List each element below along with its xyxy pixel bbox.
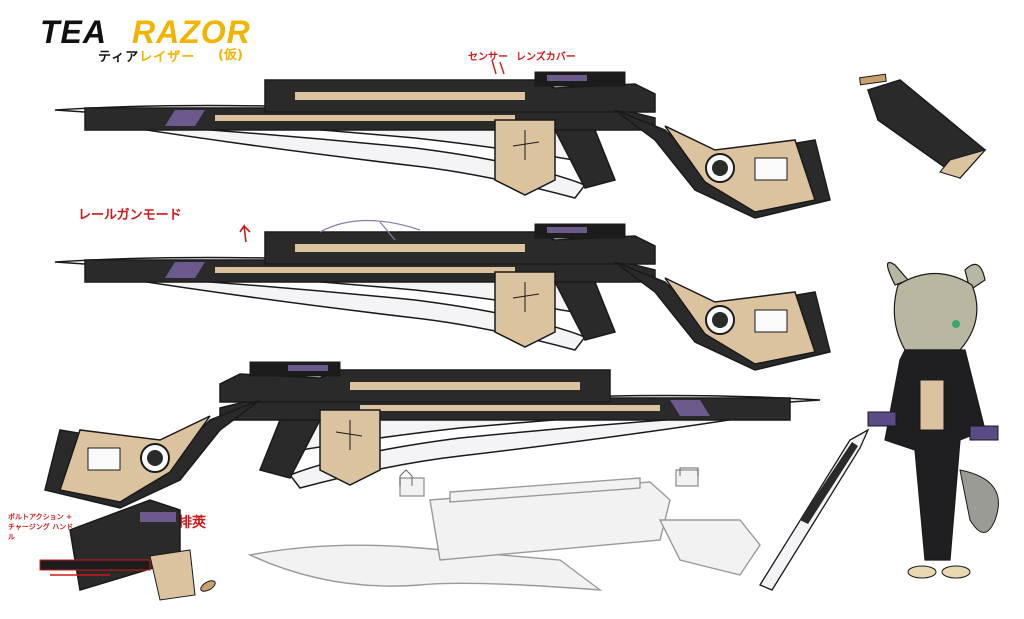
sword-spine [800, 442, 858, 524]
annotation-lens-cover: レンズカバー [516, 52, 576, 63]
magazine-detail [859, 73, 987, 179]
right-foot [941, 565, 971, 579]
title-katakana-prefix: ティア [98, 50, 140, 65]
left-cuff [867, 411, 897, 427]
title-block: TEA RAZOR ティアレイザー (仮) [40, 8, 300, 68]
annotation-bolt-action: ボルトアクション + チャージング ハンドル [8, 513, 74, 541]
tail [959, 469, 999, 533]
muzzle-profile-icon [399, 469, 413, 486]
annotation-eject: 排莢 [178, 515, 206, 531]
title-katakana-accent: レイザー [139, 50, 196, 65]
gun-railgun-mode [54, 223, 831, 371]
right-cuff [969, 425, 999, 441]
gun-lineart-perspective [247, 469, 761, 591]
bullet-icon [859, 73, 887, 86]
title-tea: TEA [40, 14, 107, 50]
eye-icon [952, 320, 960, 328]
title-katakana: ティアレイザー [98, 46, 195, 65]
left-foot [907, 565, 937, 579]
ejected-casing-icon [200, 580, 216, 592]
gun-mirrored-view [44, 361, 821, 509]
title-tentative-tag: (仮) [218, 48, 243, 63]
arrow-up-icon [239, 223, 251, 243]
character-vest [919, 379, 945, 431]
annotation-railgun-mode: レールガンモード [78, 208, 182, 223]
annotation-sensor: センサー [468, 52, 508, 63]
bolt-action-closeup [39, 499, 216, 601]
cat-ears [886, 261, 986, 291]
character-coat [884, 349, 986, 561]
gun-standard-mode [54, 71, 831, 219]
character-head [893, 272, 978, 351]
railgun-spark [319, 219, 421, 241]
title-razor: RAZOR [132, 14, 251, 50]
stock-profile-icon [679, 467, 699, 476]
sensor-arrow-icon [491, 59, 505, 75]
character-with-sword [759, 261, 999, 591]
